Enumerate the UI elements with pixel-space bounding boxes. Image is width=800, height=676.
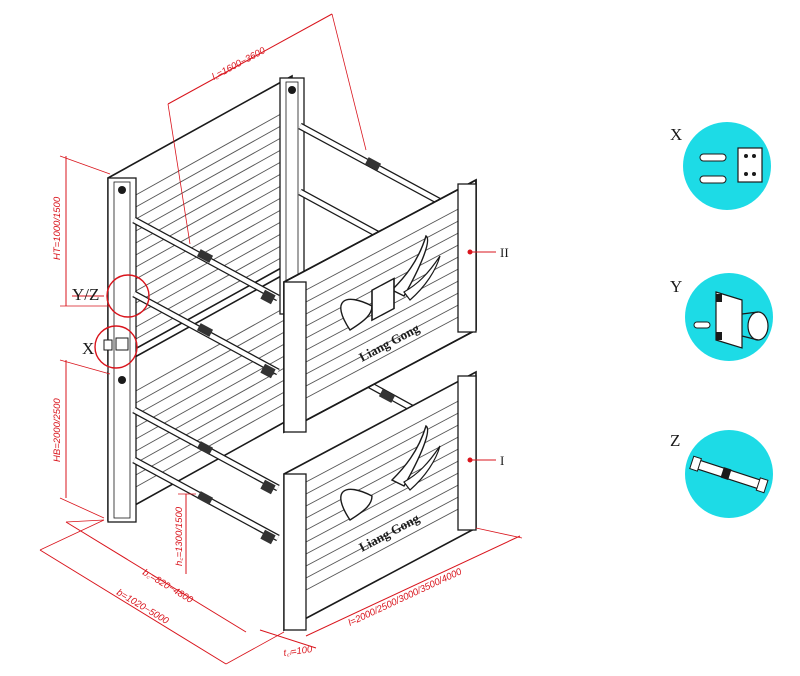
svg-text:Y/Z: Y/Z xyxy=(72,285,99,304)
panel-callout-lower: I xyxy=(467,453,504,468)
telescopic-strut-icon xyxy=(689,455,769,494)
detail-z: Z xyxy=(670,430,773,518)
pipe-socket-icon xyxy=(747,311,769,341)
svg-text:HT=1000/1500: HT=1000/1500 xyxy=(52,196,63,260)
detail-x-label: X xyxy=(670,125,682,144)
dim-hc: h꜀=1300/1500 xyxy=(174,493,196,574)
pin-icon xyxy=(693,321,711,329)
dim-ht: HT=1000/1500 xyxy=(52,155,111,307)
dim-b: b=1020−5000 xyxy=(39,519,285,665)
connector-bracket-icon xyxy=(715,291,743,349)
back-left-panel xyxy=(107,74,305,523)
dim-tpl: t꜀ₗ=100 xyxy=(259,629,317,659)
svg-text:b꜀=820−4800: b꜀=820−4800 xyxy=(140,567,195,606)
detail-y-label: Y xyxy=(670,277,682,296)
dim-hb: HB=2000/2500 xyxy=(52,359,111,519)
svg-text:X: X xyxy=(82,339,94,358)
pin-icon xyxy=(699,153,727,162)
svg-text:II: II xyxy=(500,245,509,260)
svg-text:h꜀=1300/1500: h꜀=1300/1500 xyxy=(174,506,185,566)
struts xyxy=(132,122,450,545)
callout-yz: Y/Z xyxy=(72,274,150,318)
svg-text:t꜀ₗ=100: t꜀ₗ=100 xyxy=(283,644,314,659)
callout-x: X xyxy=(82,325,138,369)
svg-text:HB=2000/2500: HB=2000/2500 xyxy=(52,398,63,462)
detail-x-circle xyxy=(683,122,771,210)
svg-text:I: I xyxy=(500,453,504,468)
svg-text:l꜀=1600−3600: l꜀=1600−3600 xyxy=(210,45,268,83)
svg-text:b=1020−5000: b=1020−5000 xyxy=(114,587,171,627)
detail-z-label: Z xyxy=(670,431,680,450)
front-panel-lower xyxy=(283,370,477,632)
detail-y: Y xyxy=(670,273,773,361)
detail-x: X xyxy=(670,122,771,210)
pin-icon xyxy=(699,175,727,184)
panel-callout-upper: II xyxy=(467,245,509,260)
clamp-block-icon xyxy=(737,147,763,183)
